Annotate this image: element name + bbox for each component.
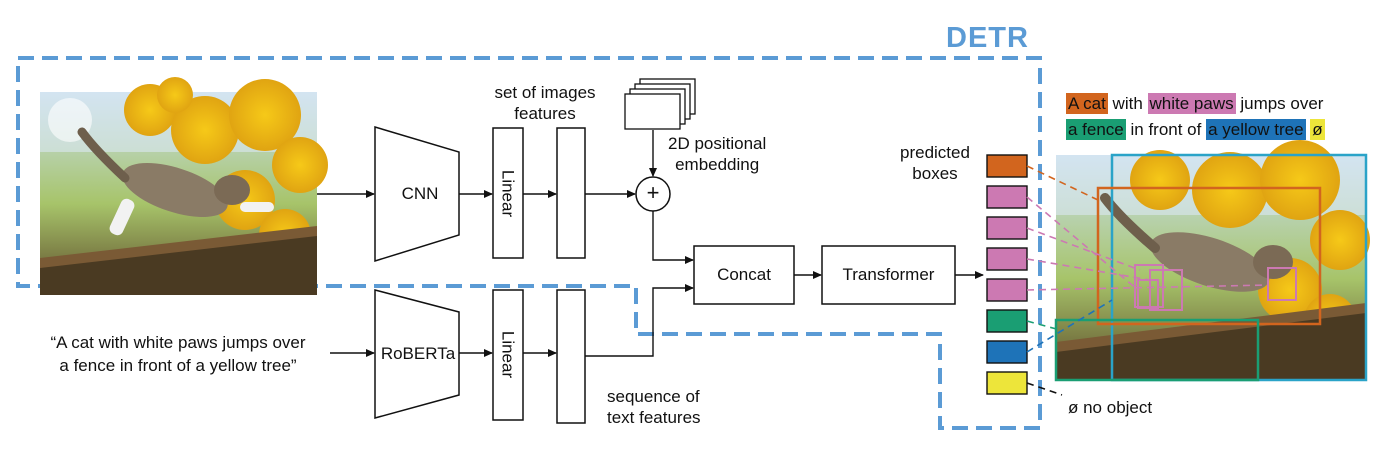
concat-block	[693, 245, 795, 305]
caption-segment: in front of	[1125, 120, 1207, 139]
predicted-boxes-label: predicted boxes	[900, 143, 970, 183]
roberta-block	[374, 289, 460, 419]
cnn-label: CNN	[401, 184, 439, 203]
linear-bottom-label: Linear	[498, 330, 518, 379]
predicted-box-slot	[986, 309, 1028, 333]
no-object-label: ø no object	[1068, 398, 1153, 417]
image-features-label: set of images features	[494, 83, 596, 123]
caption-segment: A cat	[1066, 93, 1108, 114]
det-box-cat	[1096, 186, 1322, 326]
det-box-fence	[1054, 318, 1260, 382]
linear-top-label: Linear	[498, 169, 518, 218]
input-text-line-1: “A cat with white paws jumps over	[50, 333, 306, 352]
positional-embedding-label: 2D positional embedding	[668, 134, 767, 174]
arrows	[317, 130, 984, 357]
predicted-box-slot	[986, 278, 1028, 302]
linear-bottom-block	[492, 289, 524, 421]
cnn-block	[374, 125, 460, 263]
caption-segment: ø	[1310, 119, 1325, 140]
connectors	[1026, 165, 1269, 396]
caption-segment: with	[1107, 94, 1148, 113]
predicted-box-slot	[986, 371, 1028, 395]
detr-boundary	[16, 56, 1042, 430]
caption-segment: jumps over	[1235, 94, 1324, 113]
predicted-box-slot	[986, 247, 1028, 271]
det-box-paw-3	[1267, 267, 1297, 301]
text-features-block	[556, 289, 586, 424]
text-features-label: sequence of text features	[607, 387, 701, 427]
plus-label: +	[646, 180, 660, 205]
caption-line-1: A cat with white paws jumps over	[1066, 91, 1323, 117]
predicted-box-slots	[986, 154, 1028, 395]
predicted-box-slot	[986, 216, 1028, 240]
image-features-block	[556, 127, 586, 259]
linear-top-block	[492, 127, 524, 259]
caption-segment: white paws	[1147, 93, 1236, 114]
concat-label: Concat	[717, 265, 771, 284]
positional-embedding-stack	[624, 78, 696, 130]
caption-segment: a fence	[1066, 119, 1126, 140]
det-box-paw-2	[1149, 269, 1183, 311]
diagram-title: DETR	[946, 22, 1029, 54]
caption-segment: a yellow tree	[1206, 119, 1306, 140]
predicted-box-slot	[986, 154, 1028, 178]
transformer-label: Transformer	[842, 265, 935, 284]
output-image	[1054, 140, 1370, 382]
transformer-block	[821, 245, 956, 305]
predicted-box-slot	[986, 340, 1028, 364]
roberta-label: RoBERTa	[380, 344, 456, 363]
input-text-line-2: a fence in front of a yellow tree”	[59, 356, 297, 375]
caption-line-2: a fence in front of a yellow tree ø	[1066, 117, 1325, 143]
input-image	[40, 77, 328, 295]
predicted-box-slot	[986, 185, 1028, 209]
